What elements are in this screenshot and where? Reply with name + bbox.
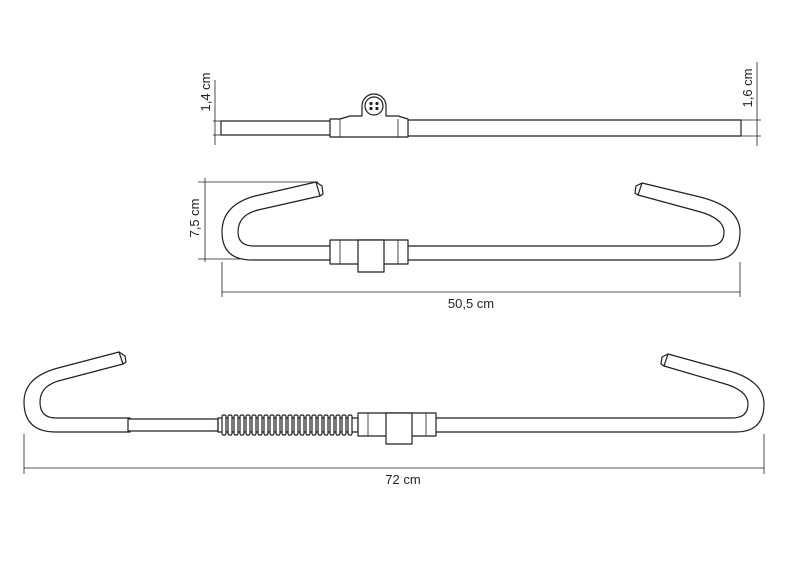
rib — [323, 414, 329, 436]
rib — [257, 414, 263, 436]
closed-right-tip — [634, 182, 643, 196]
dim-right-diameter: 1,6 cm — [739, 62, 761, 146]
extended-right-hook — [433, 353, 765, 433]
top-view-mount — [329, 93, 409, 138]
closed-left-hook — [221, 181, 337, 261]
rib — [293, 414, 299, 436]
rib — [311, 414, 317, 436]
rib — [245, 414, 251, 436]
rib — [269, 414, 275, 436]
rib — [347, 414, 353, 436]
closed-width-label: 50,5 cm — [448, 296, 494, 311]
rib — [221, 414, 227, 436]
dim-closed-width: 50,5 cm — [221, 262, 741, 311]
top-view-thick-tube — [405, 119, 742, 137]
extended-view: 72 cm — [23, 351, 765, 487]
extended-right-tip — [660, 353, 669, 367]
knob-icon — [364, 96, 384, 116]
rib — [287, 414, 293, 436]
rib — [227, 414, 233, 436]
rib — [341, 414, 347, 436]
extended-width-label: 72 cm — [385, 472, 420, 487]
dim-extended-width: 72 cm — [23, 434, 765, 487]
rib — [233, 414, 239, 436]
closed-knob — [357, 239, 385, 273]
rib — [239, 414, 245, 436]
closed-view: 7,5 cm 50,5 cm — [187, 178, 741, 311]
extended-knob — [385, 412, 413, 445]
dim-left-diameter: 1,4 cm — [198, 72, 223, 145]
top-view-thin-tube — [220, 120, 332, 136]
rib — [281, 414, 287, 436]
left-diameter-label: 1,4 cm — [198, 72, 213, 111]
dim-height: 7,5 cm — [187, 178, 318, 262]
rib — [263, 414, 269, 436]
height-label: 7,5 cm — [187, 198, 202, 237]
extended-thin-rod — [127, 418, 219, 432]
rib — [251, 414, 257, 436]
closed-right-hook — [405, 182, 741, 261]
rib — [317, 414, 323, 436]
extended-left-hook — [23, 351, 131, 433]
ribs — [221, 414, 353, 436]
right-diameter-label: 1,6 cm — [740, 68, 755, 107]
rib — [335, 414, 341, 436]
rib — [275, 414, 281, 436]
extended-left-tip — [118, 351, 127, 365]
screw-cross-icon — [369, 101, 379, 111]
rib — [305, 414, 311, 436]
rib — [299, 414, 305, 436]
rib — [329, 414, 335, 436]
closed-left-tip — [315, 181, 324, 197]
top-view: 1,4 cm 1,6 cm — [198, 62, 761, 146]
